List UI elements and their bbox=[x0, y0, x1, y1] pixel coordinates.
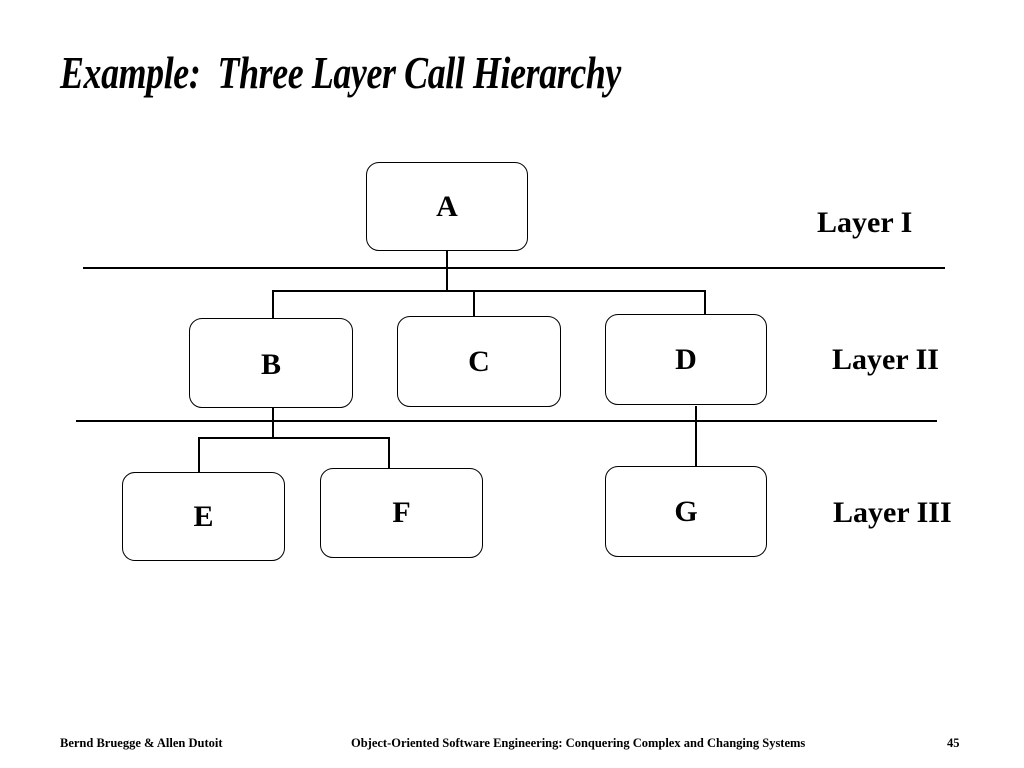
edge-drop-to-f bbox=[388, 438, 390, 469]
layer-1-separator-line bbox=[83, 267, 945, 269]
node-d: D bbox=[605, 314, 767, 405]
node-g-label: G bbox=[674, 494, 698, 528]
footer-book-title: Object-Oriented Software Engineering: Co… bbox=[351, 736, 806, 750]
edge-b-down-connector bbox=[272, 408, 274, 439]
node-b: B bbox=[189, 318, 353, 408]
node-c-label: C bbox=[468, 344, 490, 378]
edge-a-down-connector bbox=[446, 251, 448, 292]
slide-title: Example: Three Layer Call Hierarchy bbox=[60, 47, 621, 98]
edge-b-children-bus bbox=[198, 437, 390, 439]
node-a: A bbox=[366, 162, 528, 251]
edge-drop-to-e bbox=[198, 438, 200, 473]
node-d-label: D bbox=[675, 342, 697, 376]
node-e-label: E bbox=[193, 499, 214, 533]
layer-2-separator-line bbox=[76, 420, 937, 422]
node-f: F bbox=[320, 468, 483, 558]
layer-ii-label: Layer II bbox=[832, 343, 939, 376]
edge-drop-to-c bbox=[473, 291, 475, 317]
footer-page-number: 45 bbox=[947, 736, 960, 750]
node-e: E bbox=[122, 472, 285, 561]
node-g: G bbox=[605, 466, 767, 557]
node-a-label: A bbox=[436, 189, 458, 223]
layer-i-label: Layer I bbox=[817, 206, 913, 239]
node-b-label: B bbox=[260, 348, 281, 381]
edge-d-to-g-connector bbox=[695, 406, 697, 467]
footer-authors: Bernd Bruegge & Allen Dutoit bbox=[60, 736, 223, 750]
layer-iii-label: Layer III bbox=[833, 496, 952, 529]
node-f-label: F bbox=[392, 496, 411, 529]
edge-drop-to-d bbox=[704, 291, 706, 315]
edge-a-children-bus bbox=[272, 290, 706, 292]
edge-drop-to-b bbox=[272, 291, 274, 319]
node-c: C bbox=[397, 316, 561, 407]
